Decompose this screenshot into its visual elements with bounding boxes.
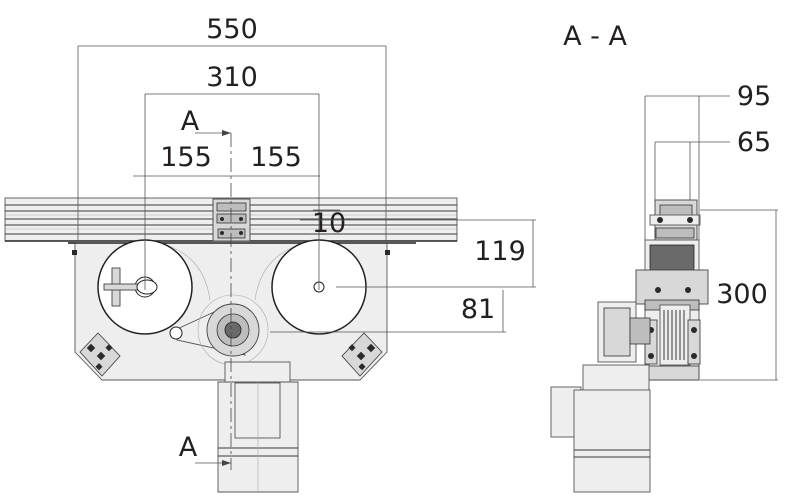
dimension-310: 310 — [144, 62, 320, 290]
dimension-label-300: 300 — [716, 279, 768, 310]
dimension-label-10: 10 — [312, 208, 346, 239]
motor-section — [550, 364, 651, 493]
section-view-title: A - A — [563, 21, 627, 52]
section-label-top: A — [181, 106, 200, 137]
dimension-label-310: 310 — [206, 62, 258, 93]
carriage-block — [212, 198, 251, 242]
gear-pinion — [169, 294, 269, 366]
dimension-label-65: 65 — [737, 127, 771, 158]
corner-block-left — [79, 332, 121, 377]
dimension-119: 119 — [300, 219, 536, 288]
corner-block-right — [341, 332, 383, 377]
front-view: 550 310 155 155 10 119 — [4, 14, 536, 493]
side-pulley — [597, 301, 651, 363]
dimension-label-155-left: 155 — [160, 142, 212, 173]
dimension-label-119: 119 — [474, 236, 526, 267]
section-cut-line — [195, 130, 232, 470]
section-label-bottom: A — [179, 432, 198, 463]
motor — [217, 361, 299, 493]
dimension-95: 95 — [644, 81, 771, 240]
dimension-550: 550 — [77, 14, 387, 243]
dimension-300: 300 — [700, 209, 778, 381]
dimension-label-81: 81 — [461, 294, 495, 325]
carriage-section — [635, 239, 709, 381]
section-view: A - A — [550, 21, 778, 493]
dimension-label-550: 550 — [206, 14, 258, 45]
dimension-label-95: 95 — [737, 81, 771, 112]
dimension-155-pair: 155 155 — [133, 142, 320, 177]
dimension-10: 10 — [312, 208, 346, 239]
dimension-65: 65 — [654, 127, 771, 200]
rail-cross-section — [649, 199, 701, 241]
dimension-81: 81 — [270, 290, 506, 333]
dimension-label-155-right: 155 — [250, 142, 302, 173]
